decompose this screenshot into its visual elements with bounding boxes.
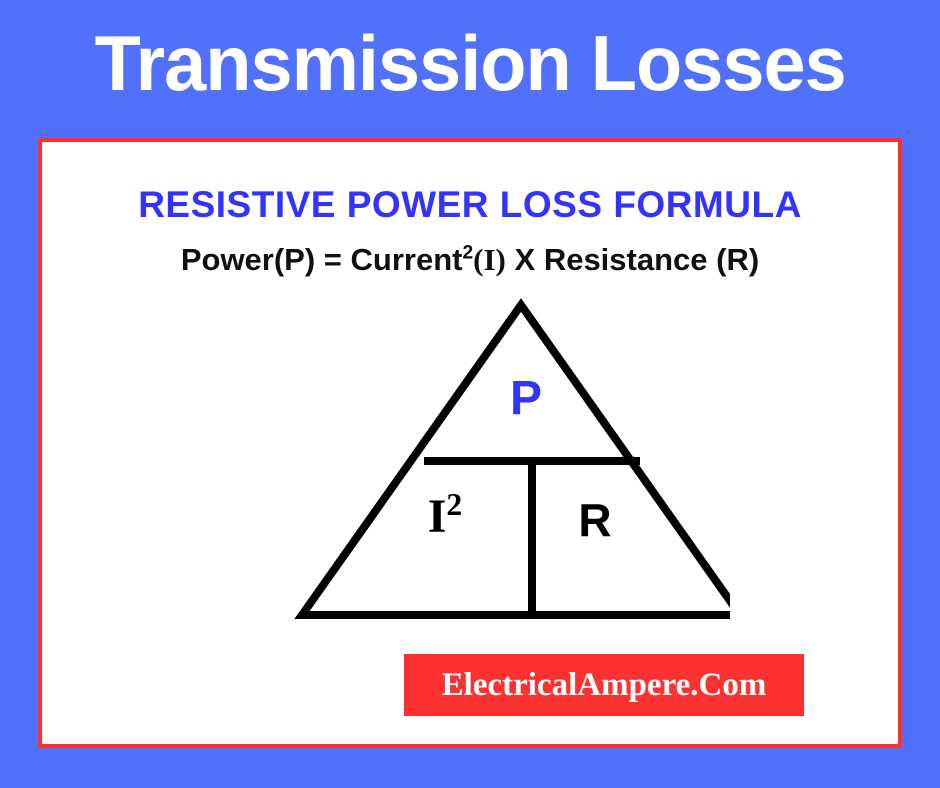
site-badge: ElectricalAmpere.Com [404, 654, 804, 716]
triangle-label-resistance: R [578, 494, 612, 546]
equation-multiply-sign: X [514, 242, 536, 277]
power-triangle-diagram: P I2 R [250, 297, 730, 627]
title-banner: Transmission Losses [0, 0, 940, 132]
formula-heading: RESISTIVE POWER LOSS FORMULA [138, 184, 802, 225]
equation-resistance-term: Resistance (R) [543, 242, 760, 277]
triangle-label-current-exponent: 2 [446, 487, 463, 522]
formula-card: RESISTIVE POWER LOSS FORMULA Power(P) = … [38, 138, 902, 748]
equation-current-symbol: (I) [473, 242, 506, 277]
formula-equation: Power(P) = Current2(I) X Resistance (R) [42, 242, 898, 278]
equation-left-side: Power(P) = [180, 242, 351, 277]
equation-current-term: Current [350, 242, 463, 277]
page-title: Transmission Losses [94, 19, 846, 107]
site-badge-text: ElectricalAmpere.Com [441, 666, 767, 703]
triangle-label-current-base: I [427, 490, 447, 543]
triangle-label-power: P [509, 372, 542, 425]
power-triangle-svg [294, 298, 730, 619]
equation-current-exponent: 2 [462, 242, 474, 264]
triangle-label-current-squared: I2 [390, 489, 500, 543]
